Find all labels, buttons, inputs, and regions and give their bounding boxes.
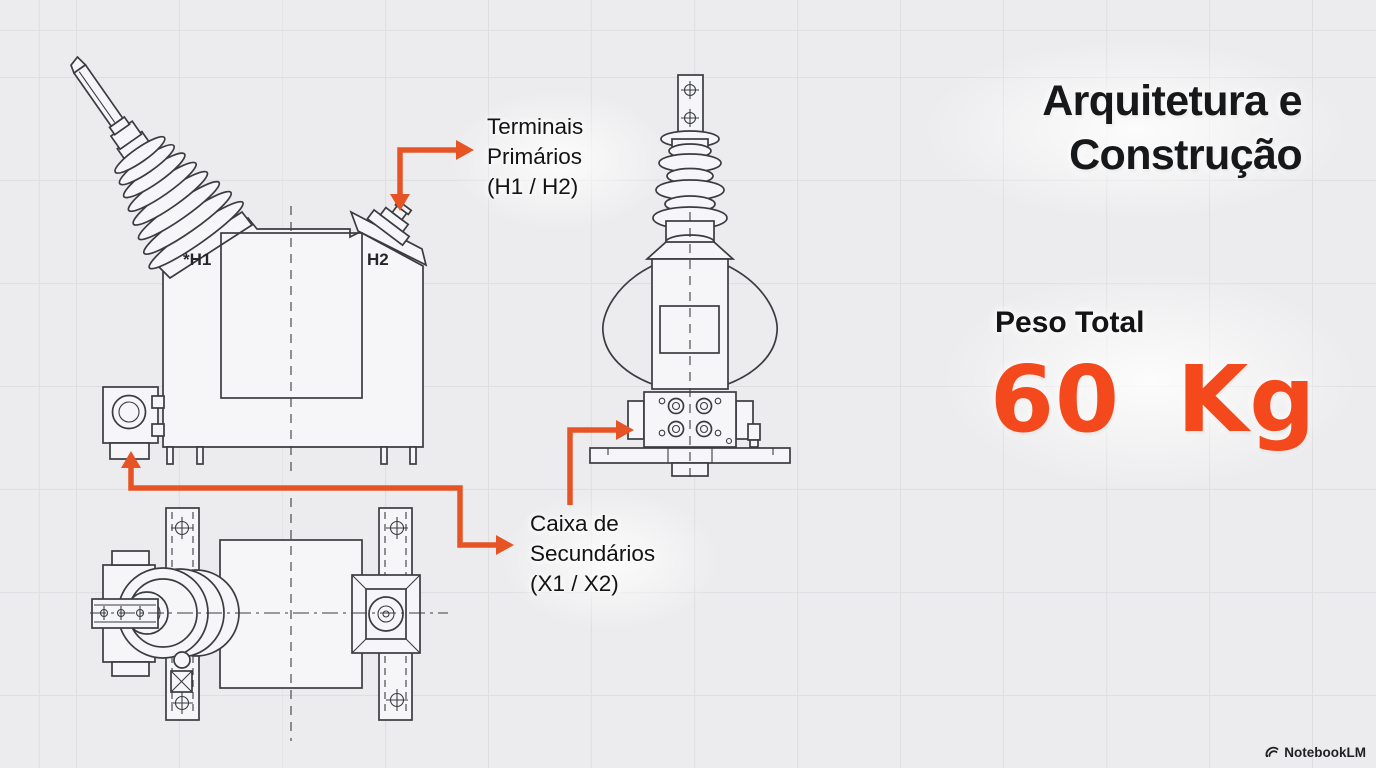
h2-terminal-label: H2 bbox=[367, 250, 389, 269]
top-view-drawing bbox=[90, 498, 448, 741]
page-title: Arquitetura e Construção bbox=[822, 74, 1302, 182]
mounting-holes bbox=[171, 517, 408, 714]
primary-bushing-side bbox=[70, 55, 244, 270]
h1-terminal-label: *H1 bbox=[183, 250, 211, 269]
callout-primary-terminals: Terminais Primários (H1 / H2) bbox=[487, 112, 583, 202]
callout-secondary-box: Caixa de Secundários (X1 / X2) bbox=[530, 509, 655, 599]
h2-pad-top-view bbox=[351, 574, 421, 654]
weight-value: 60 Kg bbox=[990, 346, 1317, 453]
callout-primary-line2: Primários bbox=[487, 144, 583, 169]
page-title-line2: Construção bbox=[1069, 131, 1303, 179]
watermark: NotebookLM bbox=[1264, 744, 1366, 760]
watermark-text: NotebookLM bbox=[1284, 744, 1366, 760]
callout-secondary-line2: Secundários bbox=[530, 541, 656, 566]
callout-primary-line3: (H1 / H2) bbox=[487, 174, 579, 199]
front-view-drawing bbox=[589, 74, 791, 478]
h2-terminal-stub bbox=[366, 199, 413, 247]
callout-secondary-line3: (X1 / X2) bbox=[530, 571, 619, 596]
secondary-terminal-box-front bbox=[627, 391, 761, 448]
callout-arrow-secondary-front bbox=[567, 420, 634, 505]
page-title-line1: Arquitetura e bbox=[1042, 77, 1302, 125]
secondary-terminal-box-side bbox=[102, 386, 165, 460]
callout-arrow-primary bbox=[390, 140, 474, 211]
callout-arrow-secondary-side bbox=[121, 451, 514, 555]
callout-primary-line1: Terminais bbox=[487, 114, 584, 139]
notebooklm-logo-icon bbox=[1265, 746, 1279, 758]
weight-label: Peso Total bbox=[995, 306, 1145, 339]
callout-secondary-line1: Caixa de bbox=[530, 511, 619, 536]
side-view-drawing: *H1 H2 bbox=[70, 55, 428, 477]
